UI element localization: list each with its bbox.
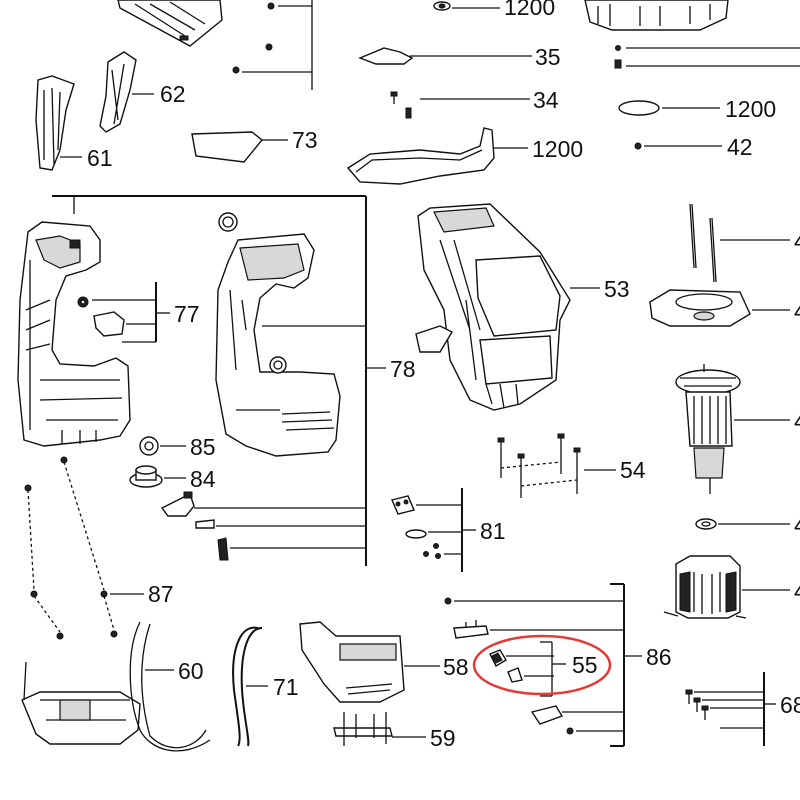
label-4-bolts: 4 <box>794 228 800 254</box>
label-4-armature: 4 <box>794 408 800 434</box>
label-53: 53 <box>604 276 630 302</box>
label-73: 73 <box>292 127 318 153</box>
part-latch-group <box>160 491 366 561</box>
part-73-plate <box>191 131 288 163</box>
label-60: 60 <box>178 658 204 684</box>
label-4-bearing: 4 <box>794 512 800 538</box>
label-62: 62 <box>160 81 186 107</box>
part-54-bolts <box>497 433 616 498</box>
label-59: 59 <box>430 725 456 751</box>
part-86-group <box>444 583 642 747</box>
label-35: 35 <box>535 44 561 70</box>
part-oring-1200-right <box>618 100 720 116</box>
part-armature <box>675 364 790 494</box>
part-1200-gasket <box>346 127 528 185</box>
part-top-cover <box>117 0 223 47</box>
label-71: 71 <box>273 674 299 700</box>
label-4-plate: 4 <box>794 298 800 324</box>
part-61-switch <box>35 75 82 171</box>
part-84-knob <box>129 465 186 488</box>
highlight-circle-55 <box>472 634 612 696</box>
part-long-bolts-right <box>689 203 790 283</box>
part-42-ball <box>634 142 722 150</box>
part-bearing-plate <box>649 289 790 327</box>
part-68-screws <box>685 672 776 746</box>
part-orings-top-right <box>614 45 800 69</box>
part-screws-top <box>232 0 313 90</box>
part-62-cover <box>99 51 154 133</box>
label-34: 34 <box>533 87 559 113</box>
part-35-bracket <box>358 47 532 65</box>
part-58-box <box>299 621 440 703</box>
part-55-carbon-brushes <box>489 641 566 697</box>
part-81-group <box>391 488 476 572</box>
label-81: 81 <box>480 518 506 544</box>
part-stator <box>663 555 790 619</box>
part-bearing-small <box>695 518 790 530</box>
part-60-wiring <box>21 621 211 752</box>
label-1200-gasket: 1200 <box>532 136 583 162</box>
part-77-group <box>77 282 170 343</box>
part-34-screw <box>390 91 530 119</box>
label-87: 87 <box>148 581 174 607</box>
label-68: 68 <box>780 692 800 718</box>
part-87-screws <box>24 456 144 640</box>
bracket-78 <box>52 195 386 566</box>
part-housing-left <box>17 221 131 447</box>
label-54: 54 <box>620 457 646 483</box>
label-78: 78 <box>390 356 416 382</box>
part-71-cable <box>232 626 268 747</box>
label-42: 42 <box>727 134 753 160</box>
label-61: 61 <box>87 145 113 171</box>
label-1200-right: 1200 <box>725 96 776 122</box>
label-1200-top: 1200 <box>504 0 555 20</box>
label-77: 77 <box>174 301 200 327</box>
part-washer-1200-top <box>433 1 500 11</box>
part-53-housing <box>415 203 600 411</box>
label-86: 86 <box>646 644 672 670</box>
part-housing-right <box>215 212 366 457</box>
label-55: 55 <box>572 652 598 678</box>
label-4-stator: 4 <box>794 578 800 604</box>
part-59-frame <box>333 712 426 746</box>
label-84: 84 <box>190 466 216 492</box>
part-gear-housing-top <box>584 0 729 31</box>
part-85-washer <box>139 436 186 456</box>
label-58: 58 <box>443 654 469 680</box>
label-85: 85 <box>190 434 216 460</box>
